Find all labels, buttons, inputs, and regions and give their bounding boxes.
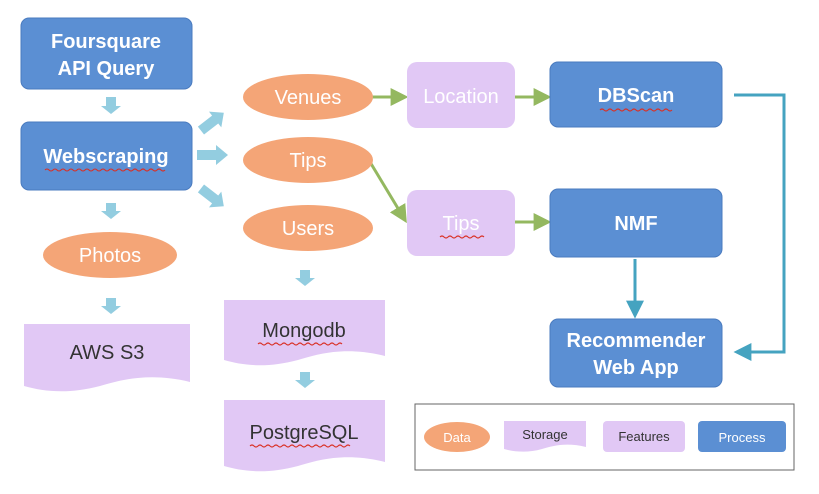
node-photos-label: Photos xyxy=(79,245,141,267)
node-webscraping: Webscraping xyxy=(20,121,193,191)
node-recommender-line1: Recommender xyxy=(567,330,706,352)
node-aws: AWS S3 xyxy=(24,324,190,392)
legend: Data Storage Features Process xyxy=(414,403,795,471)
node-location-label: Location xyxy=(423,86,499,108)
arrow-webscraping-to-users xyxy=(197,184,224,208)
arrow-photos-to-aws xyxy=(101,298,121,314)
arrow-foursquare-to-webscraping xyxy=(101,97,121,114)
node-webscraping-label: Webscraping xyxy=(43,146,168,168)
node-dbscan: DBScan xyxy=(549,61,723,128)
node-postgres-label: PostgreSQL xyxy=(250,422,359,444)
legend-storage-label: Storage xyxy=(522,427,568,442)
node-aws-label: AWS S3 xyxy=(70,342,145,364)
legend-process-label: Process xyxy=(719,430,766,445)
legend-item-data: Data xyxy=(424,422,490,452)
spellcheck-underline xyxy=(44,168,166,172)
node-location: Location xyxy=(407,62,515,128)
arrow-dbscan-to-recommender xyxy=(733,93,786,361)
node-foursquare: Foursquare API Query xyxy=(20,17,193,90)
node-tips-label: Tips xyxy=(289,150,326,172)
node-users: Users xyxy=(243,205,373,251)
node-tips-feature: Tips xyxy=(407,190,515,256)
node-nmf-label: NMF xyxy=(614,213,657,235)
legend-item-process: Process xyxy=(698,421,786,452)
arrow-webscraping-to-tips xyxy=(197,145,228,165)
node-mongodb: Mongodb xyxy=(224,300,385,366)
node-venues-label: Venues xyxy=(275,87,342,109)
node-venues: Venues xyxy=(243,74,373,120)
arrow-webscraping-to-venues xyxy=(197,111,224,135)
arrow-users-to-mongodb xyxy=(295,270,315,286)
legend-item-storage: Storage xyxy=(504,421,586,452)
node-photos: Photos xyxy=(43,232,177,278)
node-tips: Tips xyxy=(243,137,373,183)
node-foursquare-line1: Foursquare xyxy=(51,31,161,53)
node-mongodb-label: Mongodb xyxy=(262,320,345,342)
node-tips-feature-label: Tips xyxy=(442,213,479,235)
legend-data-label: Data xyxy=(443,430,471,445)
arrow-webscraping-to-photos xyxy=(101,203,121,219)
node-recommender: Recommender Web App xyxy=(549,318,723,388)
legend-item-features: Features xyxy=(603,421,685,452)
node-postgres: PostgreSQL xyxy=(224,400,385,472)
spellcheck-underline xyxy=(257,342,343,346)
block-arrows xyxy=(101,97,315,388)
spellcheck-underline xyxy=(439,235,485,239)
spellcheck-underline xyxy=(599,108,673,112)
line-arrows xyxy=(368,88,786,361)
arrow-tips-to-tips-feature xyxy=(368,161,407,224)
arrow-mongodb-to-postgres xyxy=(295,372,315,388)
node-foursquare-line2: API Query xyxy=(58,58,156,80)
spellcheck-underline xyxy=(249,444,351,448)
node-users-label: Users xyxy=(282,218,334,240)
legend-features-label: Features xyxy=(618,429,670,444)
node-dbscan-label: DBScan xyxy=(598,85,675,107)
node-nmf: NMF xyxy=(549,188,723,258)
node-recommender-line2: Web App xyxy=(593,357,679,379)
